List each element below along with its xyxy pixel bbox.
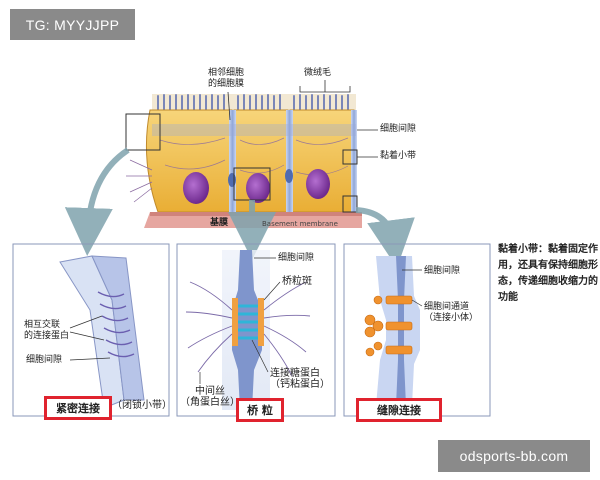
title-desmosome: 桥 粒: [236, 398, 284, 422]
label-crosslink-protein: 相互交联 的连接蛋白: [24, 320, 69, 342]
title-tight-junction: 紧密连接: [44, 396, 112, 420]
label-junction-glycoprotein: 连接糖蛋白 （钙粘蛋白）: [270, 368, 330, 390]
label-microvilli: 微绒毛: [304, 68, 331, 79]
microvilli: [152, 94, 356, 110]
label-gap-channel: 细胞间通道 （连接小体）: [424, 302, 478, 324]
tight-junction-illustration: [60, 256, 144, 408]
label-panel3-space: 细胞间隙: [424, 266, 460, 277]
label-basement-membrane: Basement membrane: [262, 220, 338, 229]
label-intercellular-space: 细胞间隙: [380, 124, 416, 135]
label-intermediate-filament: 中间丝 （角蛋白丝）: [180, 386, 240, 408]
adhesion-belt-note: 黏着小带：黏着固定作用，还具有保持细胞形态，传递细胞收缩力的功能: [498, 242, 598, 306]
label-basement: 基膜: [210, 218, 228, 229]
nucleus-1: [183, 172, 209, 204]
epithelial-cells: [126, 110, 357, 212]
label-panel1-space: 细胞间隙: [26, 355, 62, 366]
arrow-to-panel-1: [88, 150, 128, 232]
nucleus-2: [246, 173, 270, 203]
label-desmosome-plaque: 桥粒斑: [282, 276, 312, 287]
title-gap-junction: 缝隙连接: [356, 398, 442, 422]
subtitle-tight-junction: （闭锁小带）: [112, 400, 172, 411]
gap-junction-illustration: [365, 256, 422, 406]
label-adhesion-belt: 黏着小带: [380, 151, 416, 162]
label-adjacent-membrane: 相邻细胞 的细胞膜: [208, 68, 244, 90]
label-panel2-space: 细胞间隙: [278, 253, 314, 264]
nucleus-3: [306, 169, 330, 199]
